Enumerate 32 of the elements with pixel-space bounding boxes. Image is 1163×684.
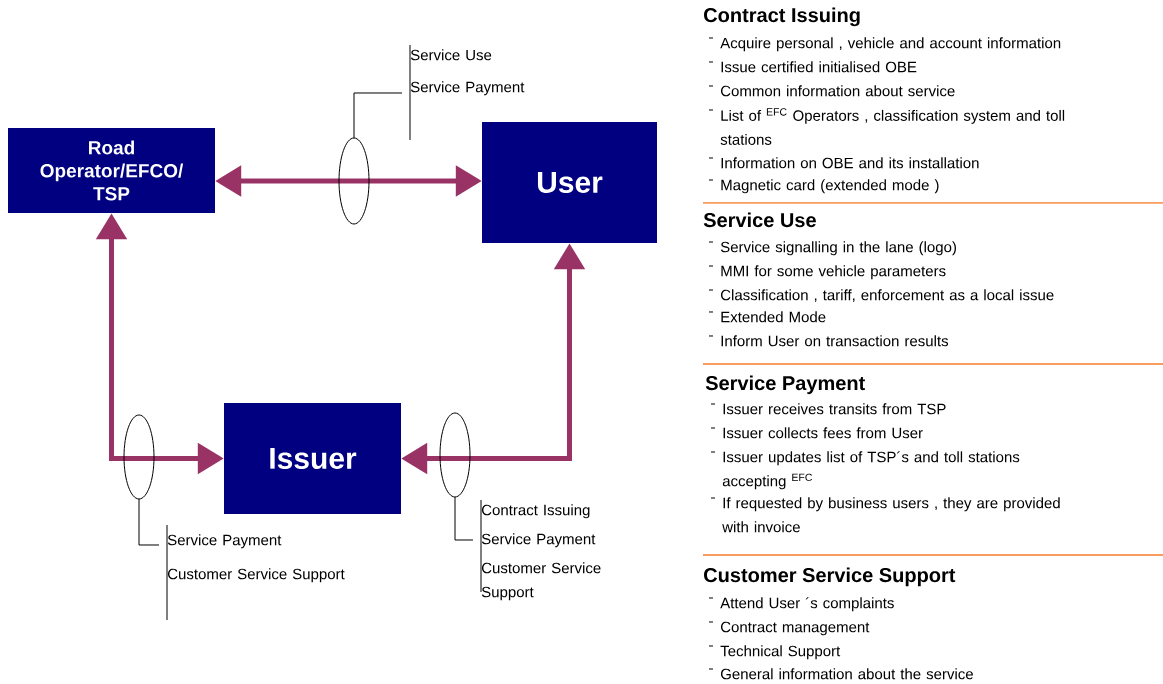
bullet-text: Issue certified initialised OBE <box>721 61 917 73</box>
bullet-text: Information on OBE and its installation <box>721 157 979 169</box>
section-heading: Customer Service Support <box>704 567 956 587</box>
bullet-text: General information about the service <box>720 668 973 680</box>
section-heading: Service Payment <box>705 375 865 395</box>
bullet-text: Issuer receives transits from TSP <box>723 403 946 415</box>
bullet-text: Issuer collects fees from User <box>723 427 923 439</box>
entity-box: Issuer <box>224 403 401 514</box>
bullet-text: If requested by business users , they are provided with invoice <box>722 497 1060 533</box>
bullet-text: Acquire personal , vehicle and account information <box>720 37 1061 52</box>
entity-box: User <box>482 122 657 243</box>
bullet-text: Technical Support <box>720 645 841 660</box>
bullet-text: List of $^{EFC}$ Operators , classification system and toll stations <box>720 108 1065 145</box>
interface-label: Contract Issuing Service Payment Customer Service Support <box>481 504 601 601</box>
section-heading: Contract Issuing <box>704 7 860 27</box>
leader-line <box>439 412 474 541</box>
bullet-text: Issuer updates list of TSP´s and toll stations accepting $^{EFC}$ <box>722 451 1020 490</box>
entity-box: Road Operator/EFCO/ TSP <box>8 128 215 213</box>
bullet-text: MMI for some vehicle parameters <box>721 265 946 280</box>
bullet-text: Service signalling in the lane (logo) <box>720 241 956 256</box>
bullet-text: Classification , tariff, enforcement as a local issue <box>720 289 1054 303</box>
bullet-text: Magnetic card (extended mode ) <box>721 179 939 194</box>
bullet-text: Contract management <box>720 621 870 636</box>
bullet-text: Extended Mode <box>721 311 826 323</box>
interface-label: Service Payment Customer Service Support <box>167 534 345 583</box>
bullet-text: Attend User ´s complaints <box>720 597 894 612</box>
section-heading: Service Use <box>703 212 816 228</box>
leader-line <box>338 92 403 225</box>
interface-label: Service Use Service Payment <box>410 49 525 96</box>
bullet-text: Inform User on transaction results <box>721 335 949 347</box>
leader-line <box>123 414 160 546</box>
bullet-text: Common information about service <box>720 85 955 97</box>
